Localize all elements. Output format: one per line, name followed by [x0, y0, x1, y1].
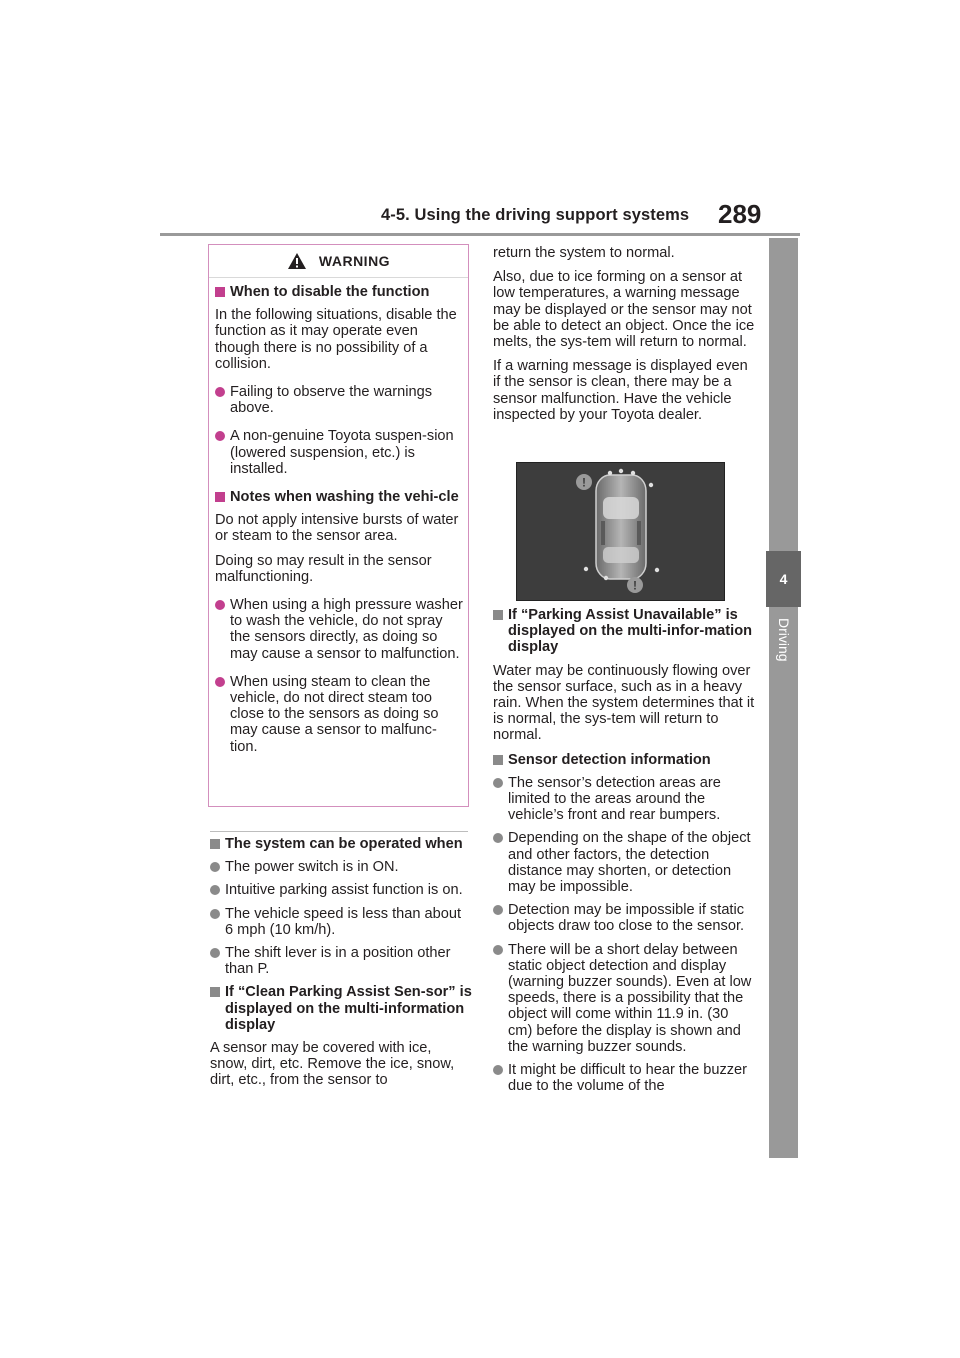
- chapter-number-box: 4: [766, 551, 801, 607]
- round-bullet-icon: [493, 905, 503, 916]
- round-bullet-icon: [210, 862, 220, 873]
- section-divider: [210, 831, 468, 832]
- warning-paragraph: Doing so may result in the sensor malfun…: [215, 552, 432, 585]
- square-bullet-icon: [493, 610, 503, 620]
- list-item: The sensor’s detection areas are limited…: [493, 775, 755, 824]
- paragraph: If a warning message is displayed even i…: [493, 358, 748, 423]
- list-item: The vehicle speed is less than about 6 m…: [210, 906, 472, 938]
- sensor-alert-icon: [627, 577, 643, 593]
- parking-sensor-display-image: ! !: [516, 462, 725, 601]
- warning-bullet: Failing to observe the warnings above.: [215, 384, 463, 416]
- paragraph: return the system to normal.: [493, 245, 675, 261]
- page-number: 289: [718, 199, 762, 229]
- sensor-alert-icon: [576, 474, 592, 490]
- alert-symbol-rear: !: [633, 579, 637, 593]
- round-bullet-icon: [493, 944, 503, 955]
- section-title: 4-5. Using the driving support systems: [381, 206, 690, 224]
- list-item: It might be difficult to hear the buzzer…: [493, 1062, 755, 1094]
- square-bullet-icon: [210, 987, 220, 998]
- square-bullet-icon: [215, 492, 225, 503]
- warning-triangle-icon: [287, 253, 306, 269]
- heading-system-operated: The system can be operated when: [210, 836, 472, 852]
- warning-bullet: When using a high pressure washer to was…: [215, 597, 463, 662]
- warning-heading-disable: When to disable the function: [215, 284, 463, 300]
- list-item: Depending on the shape of the object and…: [493, 830, 755, 895]
- paragraph: Also, due to ice forming on a sensor at …: [493, 269, 755, 351]
- round-bullet-icon: [210, 948, 220, 959]
- warning-box: WARNING When to disable the function In …: [208, 244, 469, 807]
- chapter-number: 4: [779, 571, 788, 587]
- warning-title: WARNING: [318, 253, 391, 269]
- round-bullet-icon: [215, 431, 225, 442]
- warning-body: When to disable the function In the foll…: [209, 278, 468, 755]
- square-bullet-icon: [493, 754, 503, 765]
- round-bullet-icon: [493, 777, 503, 788]
- header-rule: [160, 233, 800, 236]
- warning-bullet: When using steam to clean the vehicle, d…: [215, 674, 463, 755]
- round-bullet-icon: [215, 600, 225, 611]
- left-column: The system can be operated when The powe…: [210, 836, 472, 1097]
- list-item: The shift lever is in a position other t…: [210, 945, 472, 977]
- paragraph: Water may be continuously flowing over t…: [493, 662, 755, 744]
- vehicle-top-view-illustration: ! !: [576, 468, 660, 593]
- round-bullet-icon: [215, 676, 225, 687]
- right-column-top: return the system to normal. Also, due t…: [493, 245, 755, 431]
- square-bullet-icon: [215, 287, 225, 297]
- round-bullet-icon: [493, 833, 503, 844]
- right-column-bottom: If “Parking Assist Unavailable” is displ…: [493, 607, 755, 1101]
- list-item: Intuitive parking assist function is on.: [210, 882, 472, 898]
- warning-paragraph: In the following situations, disable the…: [215, 307, 457, 372]
- warning-header: WARNING: [209, 245, 468, 278]
- warning-bullet: A non-genuine Toyota suspen-sion (lowere…: [215, 428, 463, 477]
- chapter-side-tab: [769, 238, 798, 1158]
- square-bullet-icon: [210, 839, 220, 849]
- round-bullet-icon: [210, 885, 220, 896]
- round-bullet-icon: [210, 908, 220, 919]
- heading-parking-assist-unavailable: If “Parking Assist Unavailable” is displ…: [493, 607, 755, 656]
- alert-symbol-front: !: [582, 476, 586, 490]
- list-item: Detection may be impossible if static ob…: [493, 902, 755, 934]
- warning-heading-washing: Notes when washing the vehi-cle: [215, 489, 463, 505]
- round-bullet-icon: [215, 387, 225, 398]
- list-item: The power switch is in ON.: [210, 859, 472, 875]
- warning-paragraph: Do not apply intensive bursts of water o…: [215, 512, 459, 545]
- chapter-label: Driving: [776, 618, 792, 662]
- heading-sensor-detection: Sensor detection information: [493, 752, 755, 768]
- round-bullet-icon: [493, 1065, 503, 1076]
- heading-clean-sensor: If “Clean Parking Assist Sen-sor” is dis…: [210, 984, 472, 1033]
- paragraph: A sensor may be covered with ice, snow, …: [210, 1040, 455, 1089]
- list-item: There will be a short delay between stat…: [493, 942, 755, 1055]
